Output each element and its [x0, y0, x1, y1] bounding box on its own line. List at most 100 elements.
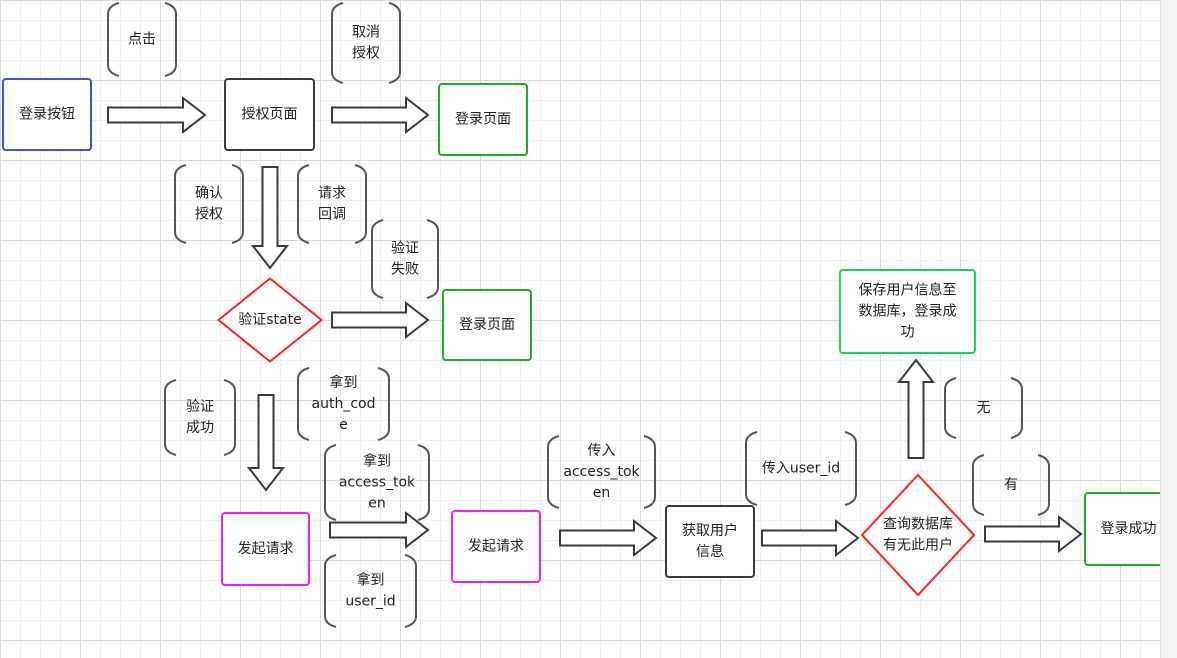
right-bracket	[231, 164, 244, 244]
left-bracket	[174, 164, 187, 244]
node-box	[442, 289, 532, 361]
text-line: 确认	[195, 186, 223, 202]
text-line: 数据库，登录成	[859, 304, 957, 320]
node-send-request-1[interactable]: 发起请求	[221, 512, 310, 586]
node-login-success[interactable]: 登录成功	[1084, 492, 1160, 566]
arrow-login-to-auth	[107, 95, 207, 135]
text-line: en	[368, 496, 386, 512]
right-bracket	[377, 367, 390, 441]
text-line: 失败	[391, 262, 419, 278]
node-login-button[interactable]: 登录按钮	[2, 78, 92, 151]
left-bracket	[745, 431, 758, 506]
text-line: 有	[1004, 477, 1018, 493]
text-line: en	[593, 485, 611, 501]
node-verify-state[interactable]: 验证state	[216, 277, 324, 363]
left-bracket	[331, 2, 344, 84]
node-box	[2, 78, 92, 151]
text-line: 获取用户	[682, 522, 738, 539]
text-line: 请求	[318, 186, 346, 202]
text-line: 验证	[391, 241, 419, 257]
node-box	[839, 269, 976, 354]
arrow-auth-to-verify	[250, 166, 290, 270]
decision-diamond	[860, 473, 976, 597]
left-bracket	[297, 164, 310, 244]
right-bracket	[417, 444, 430, 521]
arrow-request-to-userinfo	[559, 518, 658, 558]
text-line: 授权页面	[242, 107, 298, 123]
arrow-userinfo-to-query	[761, 518, 860, 558]
text-line: 发起请求	[468, 539, 524, 555]
text-line: 拿到	[363, 453, 391, 470]
right-bracket	[404, 554, 417, 628]
arrow-auth-to-login-page	[331, 95, 430, 135]
text-line: 传入	[588, 443, 616, 459]
text-line: 登录按钮	[19, 107, 75, 123]
vertical-scrollbar[interactable]	[1160, 0, 1177, 658]
right-bracket	[164, 2, 177, 77]
node-box	[451, 510, 541, 583]
arrow-verify-to-login-page	[331, 300, 430, 340]
text-line: 验证	[186, 399, 214, 415]
text-line: 验证state	[238, 312, 301, 328]
text-line: access_tok	[563, 464, 640, 480]
left-bracket	[324, 444, 337, 521]
text-line: auth_cod	[312, 396, 376, 412]
text-line: 授权	[352, 46, 380, 62]
decision-diamond	[216, 277, 324, 363]
text-line: 功	[901, 325, 915, 341]
left-bracket	[972, 454, 985, 516]
text-line: 点击	[128, 32, 156, 48]
text-line: 有无此用户	[883, 537, 953, 554]
node-box	[438, 83, 528, 156]
arrow-request-to-request	[329, 510, 430, 550]
text-line: 拿到	[357, 572, 385, 589]
label-no: 无	[944, 377, 1023, 439]
text-line: 无	[977, 400, 991, 416]
text-line: 信息	[696, 543, 724, 560]
node-login-page-1[interactable]: 登录页面	[438, 83, 528, 156]
right-bracket	[354, 164, 367, 244]
label-yes: 有	[972, 454, 1050, 516]
text-line: e	[339, 417, 348, 433]
text-line: 传入user_id	[762, 461, 840, 477]
text-line: 登录页面	[459, 317, 515, 333]
node-box	[224, 78, 315, 151]
text-line: 发起请求	[238, 541, 294, 557]
arrow-query-to-success	[984, 514, 1083, 554]
text-line: 登录成功	[1101, 521, 1157, 537]
text-line: 成功	[186, 420, 214, 436]
text-line: access_tok	[339, 475, 416, 491]
text-line: 取消	[352, 25, 380, 41]
right-bracket	[388, 2, 401, 84]
right-bracket	[1037, 454, 1050, 516]
node-box	[221, 512, 310, 586]
text-line: 登录页面	[455, 112, 511, 128]
arrow-verify-to-request	[246, 394, 286, 492]
label-pass-user-id: 传入user_id	[745, 431, 857, 506]
left-bracket	[324, 554, 337, 628]
right-bracket	[1010, 377, 1023, 439]
node-auth-page[interactable]: 授权页面	[224, 78, 315, 151]
left-bracket	[164, 379, 177, 456]
node-send-request-2[interactable]: 发起请求	[451, 510, 541, 583]
right-bracket	[426, 219, 439, 299]
right-bracket	[223, 379, 236, 456]
arrow-query-to-save	[896, 358, 936, 459]
text-line: 保存用户信息至	[859, 282, 957, 299]
node-login-page-2[interactable]: 登录页面	[442, 289, 532, 361]
node-box	[665, 505, 755, 578]
node-box	[1084, 492, 1160, 566]
left-bracket	[547, 435, 560, 509]
